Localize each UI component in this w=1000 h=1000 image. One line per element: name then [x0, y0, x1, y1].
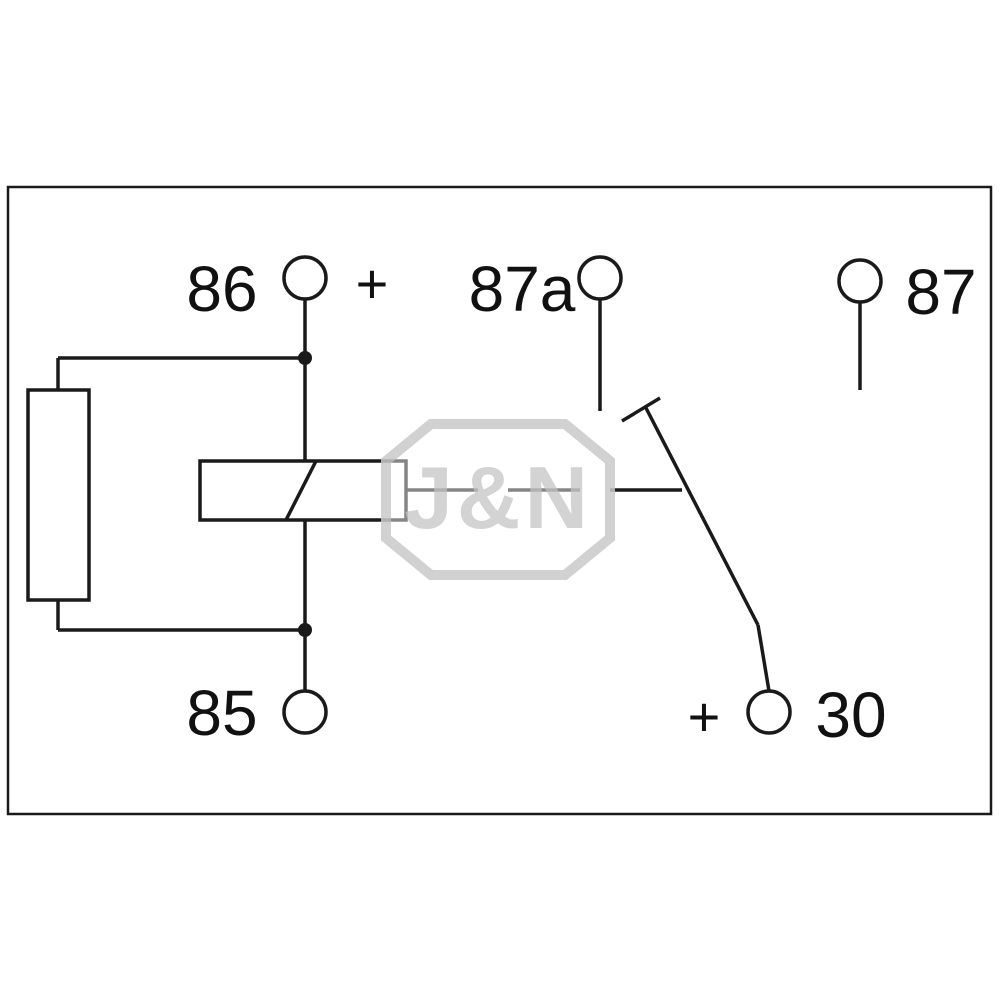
coil-box	[198, 459, 408, 522]
terminal-85-label: 85	[186, 677, 257, 749]
terminal-30-label: 30	[815, 679, 886, 751]
switch-arm	[644, 407, 760, 626]
terminal-87a-circle	[577, 255, 623, 301]
contact-tick	[621, 396, 661, 423]
junction-dot-top	[298, 351, 312, 365]
diagram-border	[6, 185, 993, 816]
terminal-85-circle	[282, 689, 328, 735]
terminal-87-label: 87	[905, 256, 976, 328]
terminal-30-circle	[746, 689, 792, 735]
watermark-badge-shape	[381, 419, 615, 580]
terminal-87a-label: 87a	[469, 253, 576, 325]
junction-dot-bottom	[298, 623, 312, 637]
plus-sign-bottom: +	[688, 685, 721, 748]
watermark: J&N	[381, 419, 615, 580]
resistor-box	[26, 388, 91, 602]
terminal-86-circle	[282, 255, 328, 301]
terminal-86-label: 86	[186, 253, 257, 325]
terminal-87-circle	[837, 258, 883, 304]
plus-sign-top: +	[356, 252, 389, 315]
wire-arm-to-30	[756, 624, 771, 692]
coil-slash	[284, 460, 318, 521]
watermark-text: J&N	[404, 448, 592, 547]
